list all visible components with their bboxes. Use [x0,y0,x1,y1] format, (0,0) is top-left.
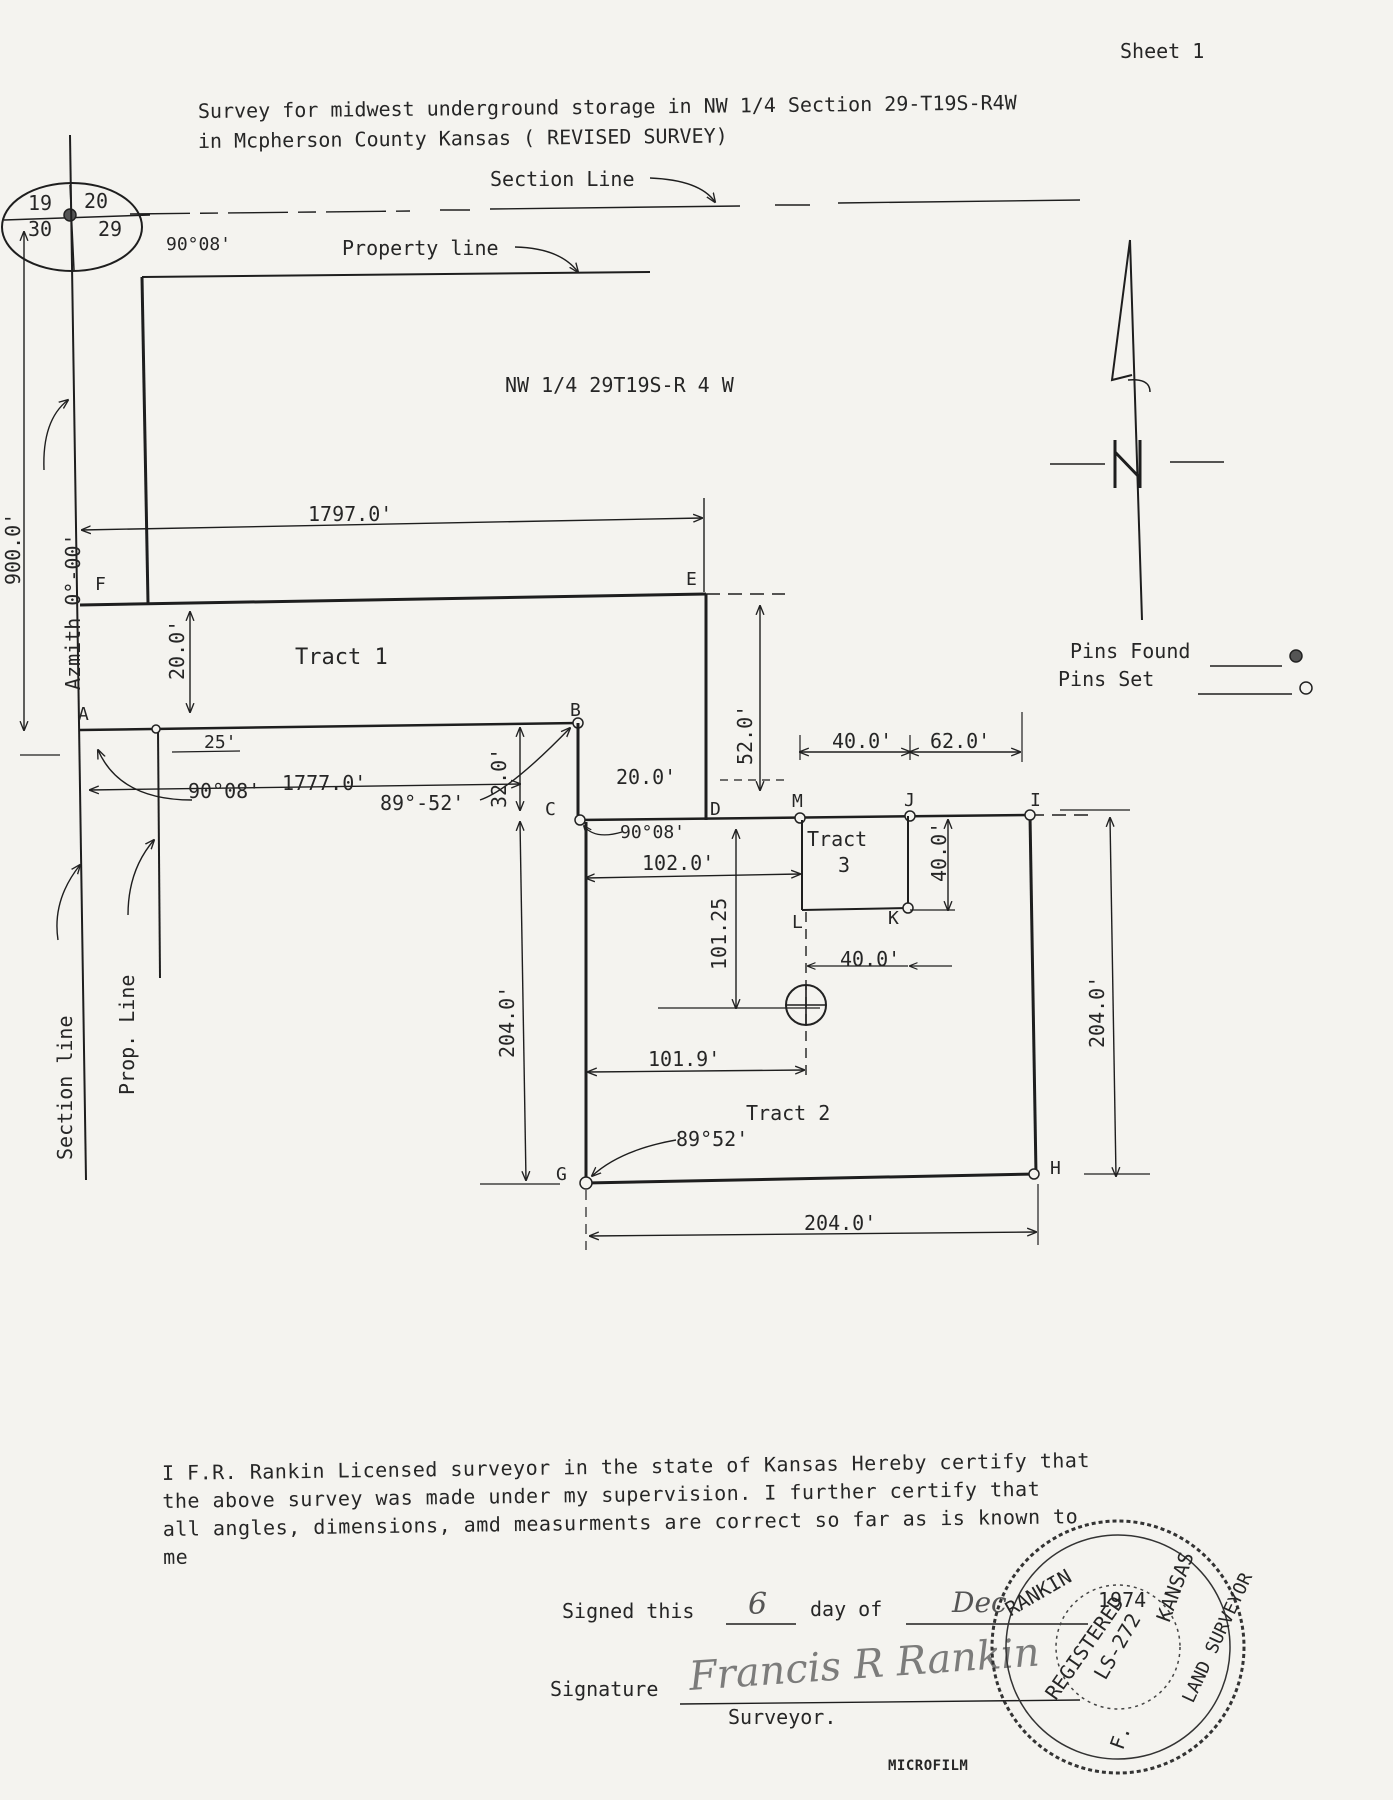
tract-2-label: Tract 2 [746,1101,830,1125]
dim-32: 32.0' [487,748,511,808]
pin-set-G [579,1176,593,1190]
corner-20: 20 [84,189,108,213]
dim-20-horizontal: 20.0' [616,765,676,789]
pin-set-K [902,902,914,914]
dim-1777: 1777.0' [282,771,366,795]
signature-block: Signature Francis R Rankin Surveyor. [550,1630,1081,1729]
angle-90-08-c: 90°08' [620,822,685,843]
signature-label: Signature [550,1677,658,1701]
corner-19: 19 [28,191,52,215]
dim-40-middle: 40.0' [840,947,900,971]
tract-3: Tract 3 L K [792,816,914,933]
pin-set-I [1024,809,1036,821]
tract-3-label-b: 3 [838,853,850,877]
prop-line-lower [157,729,161,979]
seal-land: LAND SURVEYOR [1178,1569,1257,1706]
legend: Pins Found Pins Set [1058,639,1313,695]
point-I: I [1030,790,1041,811]
dim-20-vertical: 20.0' [165,620,189,680]
section-corner: 19 20 30 29 90°08' [1,182,231,272]
dim-204-right: 204.0' [1085,976,1109,1048]
legend-pins-found-symbol [1289,649,1303,663]
west-property-line [140,276,150,604]
pin-set-M [794,812,806,824]
azimuth-label: Azmith 0°-00' [61,533,85,690]
dim-62: 62.0' [930,729,990,753]
corner-29: 29 [98,217,122,241]
legend-pins-found: Pins Found [1070,639,1190,663]
seal-state: KANSAS [1151,1549,1198,1625]
tract-1-label: Tract 1 [295,645,388,670]
point-D: D [710,799,721,820]
dim-101-9: 101.9' [648,1047,720,1071]
certification: I F.R. Rankin Licensed surveyor in the s… [162,1448,1090,1569]
signed-month: Dec [951,1586,1007,1619]
dim-101-25: 101.25 [707,898,731,970]
point-G: G [556,1164,567,1185]
pin-set-A-east [151,724,161,734]
pin-set-C [574,814,586,826]
angle-89-52-g: 89°52' [676,1127,748,1151]
pin-found-corner [63,208,77,222]
left-section-line [69,134,87,1181]
tract-3-label-a: Tract [807,827,867,851]
dim-40-vertical: 40.0' [927,822,951,882]
corner-30: 30 [28,217,52,241]
dim-204-left: 204.0' [495,986,519,1058]
tract-1: Tract 1 F E A B [78,569,785,820]
signed-year: 1974 [1098,1588,1146,1612]
point-K: K [888,908,899,929]
top-section-line: Section Line [129,167,1081,215]
point-A: A [78,704,89,725]
dim-25: 25' [204,732,237,753]
quarter-section-label: NW 1/4 29T19S-R 4 W [505,373,735,397]
signed-day: 6 [748,1587,767,1622]
point-M: M [792,791,803,812]
dim-102: 102.0' [642,851,714,875]
dim-1797: 1797.0' [308,502,392,526]
seal-name: RANKIN [1001,1564,1076,1621]
property-line-top-label: Property line [342,236,499,260]
north-arrow [1050,239,1224,621]
point-J: J [904,790,915,811]
microfilm-stamp: MICROFILM [888,1758,968,1774]
point-E: E [686,569,697,590]
dim-40-top: 40.0' [832,729,892,753]
seal-initial: F. [1105,1722,1136,1753]
angle-90-08-a: 90°08' [188,779,260,803]
point-H: H [1050,1158,1061,1179]
prop-line-left-label: Prop. Line [115,975,139,1095]
point-B: B [570,700,581,721]
survey-subtitle: in Mcpherson County Kansas ( REVISED SUR… [198,123,728,153]
survey-title: Survey for midwest underground storage i… [198,90,1018,123]
dim-204-bottom: 204.0' [804,1211,876,1235]
point-F: F [95,574,106,595]
corner-angle: 90°08' [166,234,231,255]
cert-line-4: me [163,1545,188,1569]
top-property-line: Property line [141,236,651,278]
signed-prefix: Signed this [562,1599,694,1623]
section-line-top-label: Section Line [490,167,635,191]
signature-title: Surveyor. [728,1705,836,1729]
legend-pins-set-symbol [1299,681,1313,695]
signature-handwritten: Francis R Rankin [686,1630,1041,1700]
legend-pins-set: Pins Set [1058,667,1154,691]
dim-52: 52.0' [733,705,757,765]
signed-mid: day of [810,1597,882,1621]
tract-2: Tract 2 C D M J I G H [545,723,1090,1190]
point-L: L [792,912,803,933]
dim-900: 900.0' [1,513,25,585]
pin-set-J [904,810,916,822]
point-C: C [545,799,556,820]
sheet-label: Sheet 1 [1120,39,1204,63]
section-line-left-label: Section line [53,1016,77,1161]
pin-set-H [1028,1168,1040,1180]
angle-89-52: 89°-52' [380,791,464,815]
